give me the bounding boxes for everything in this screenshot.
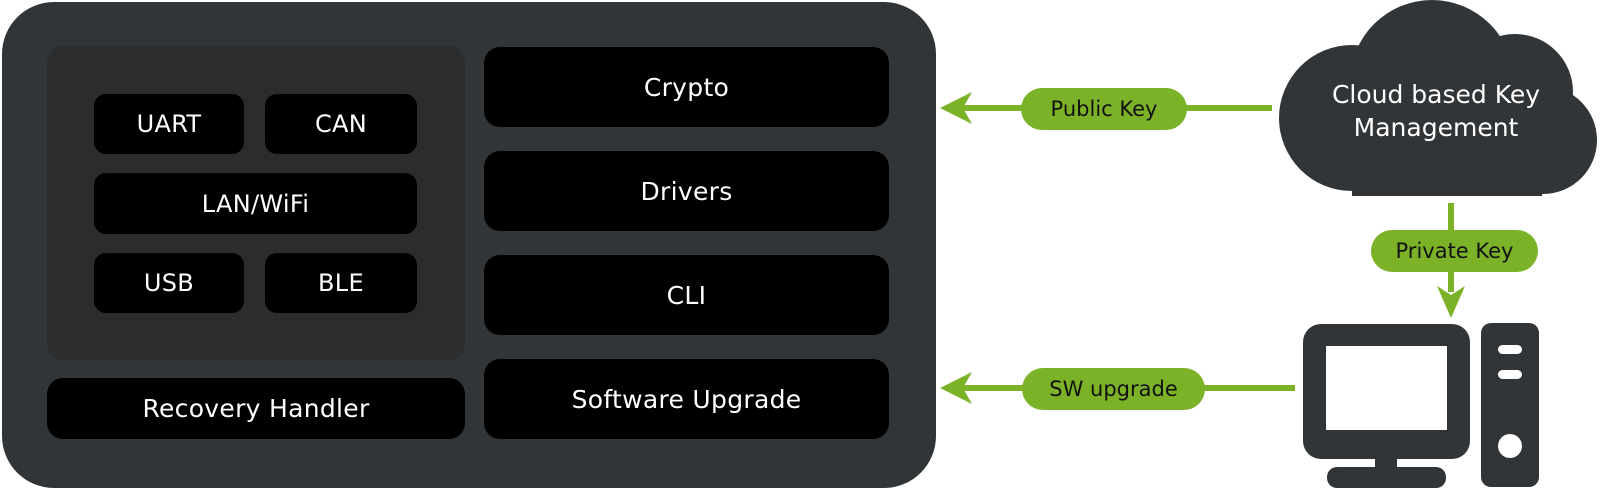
tower-icon — [1481, 323, 1539, 487]
cloud-label-line-1: Cloud based Key — [1331, 80, 1541, 109]
ble-block: BLE — [265, 253, 417, 313]
private-key-arrowhead-icon — [1437, 286, 1465, 318]
private-key-label: Private Key — [1371, 230, 1538, 272]
cloud-label-line-2: Management — [1353, 113, 1519, 142]
sw-upgrade-label: SW upgrade — [1022, 368, 1205, 410]
drivers-block: Drivers — [484, 151, 889, 231]
cloud-icon — [1279, 0, 1597, 196]
crypto-block: Crypto — [484, 47, 889, 127]
usb-block: USB — [94, 253, 244, 313]
cli-block: CLI — [484, 255, 889, 335]
public-key-label: Public Key — [1021, 88, 1187, 130]
lan-wifi-block: LAN/WiFi — [94, 173, 417, 234]
public-key-arrowhead-icon — [940, 92, 972, 124]
sw-upgrade-arrowhead-icon — [940, 372, 972, 404]
can-block: CAN — [265, 94, 417, 154]
recovery-handler-block: Recovery Handler — [47, 378, 465, 439]
uart-block: UART — [94, 94, 244, 154]
cloud-key-management-label: Cloud based Key Management — [1302, 78, 1570, 144]
desktop-computer-icon — [1303, 323, 1539, 488]
software-upgrade-block: Software Upgrade — [484, 359, 889, 439]
